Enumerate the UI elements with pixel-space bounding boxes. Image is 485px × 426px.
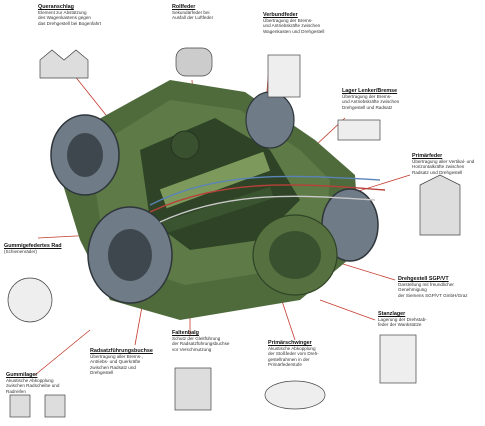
- gummirad-title: Gummigefedertes Rad: [4, 243, 62, 249]
- faltenbalg-title: Faltenbalg: [172, 330, 199, 336]
- gummilager-title: Gummilager: [6, 372, 38, 378]
- label-primaerfeder: Primärfeder Übertragung aller Vertikal- …: [412, 153, 484, 175]
- stanaleger-icon: [379, 334, 417, 384]
- pipes: [149, 175, 386, 223]
- queranschlag-title: Queranschlag: [38, 4, 74, 10]
- primaerschwinger-desc: Akustische Abkopplung der Stoßfeder vom …: [268, 346, 319, 368]
- radsatz-desc: Übertragung aller Brems-, Antriebs- und …: [90, 354, 143, 376]
- primaerschwinger-title: Primärschwinger: [268, 340, 312, 346]
- label-gummirad: Gummigefedertes Rad (Schienenräder): [4, 243, 84, 254]
- wheelsets: [50, 91, 379, 304]
- verbundfeder-desc: Übertragung der Brems- und Antriebskräft…: [263, 18, 325, 34]
- gummilager-icon-2: [44, 394, 66, 418]
- stanaleger-desc: Lagerung der Drehstab- feder der Wankstü…: [378, 317, 427, 328]
- label-primaerschwinger: Primärschwinger Akustische Abkopplung de…: [268, 340, 358, 367]
- primaerfeder-title: Primärfeder: [412, 153, 443, 159]
- label-gummilager: Gummilager Akustische Abkopplung zwische…: [6, 372, 86, 394]
- rollfeder-desc: Sekundärfeder bei Ausfall der Luftfeder: [172, 10, 214, 21]
- rollfeder-icon: [175, 47, 213, 77]
- label-faltenbalg: Faltenbalg Schutz der Gleitführung der R…: [172, 330, 252, 352]
- stanaleger-title: Stanzlager: [378, 311, 406, 317]
- gummilager-desc: Akustische Abkopplung zwischen Radscheib…: [6, 378, 60, 394]
- label-rollfeder: Rollfeder Sekundärfeder bei Ausfall der …: [172, 4, 252, 21]
- primaerschwinger-icon: [264, 380, 326, 410]
- lenker-icon: [337, 119, 381, 141]
- gummirad-desc: (Schienenräder): [4, 249, 37, 255]
- queranschlag-desc: Element zur Abstützung des Wagenkastens …: [38, 10, 102, 26]
- gummilager-icon: [9, 394, 31, 418]
- component-sketches: [7, 47, 461, 418]
- faltenbalg-desc: Schutz der Gleitführung der Radsatzführu…: [172, 336, 230, 352]
- primaerfeder-desc: Übertragung aller Vertikal- und Horizont…: [412, 159, 475, 175]
- queranschlag-icon: [39, 49, 89, 79]
- lenker-title: Lager Lenker/Bremse: [342, 88, 398, 94]
- drehgestell-desc: Darstellung mit freundlicher Genehmigung…: [398, 282, 468, 298]
- label-stanaleger: Stanzlager Lagerung der Drehstab- feder …: [378, 311, 458, 328]
- gearbox: [170, 130, 338, 296]
- label-radsatz: Radsatzführungsbuchse Übertragung aller …: [90, 348, 170, 375]
- label-queranschlag: Queranschlag Element zur Abstützung des …: [38, 4, 138, 26]
- faltenbalg-icon: [174, 367, 212, 411]
- verbundfeder-icon: [267, 54, 301, 98]
- label-drehgestell: Drehgestell SGP/VT Darstellung mit freun…: [398, 276, 484, 298]
- radsatz-title: Radsatzführungsbuchse: [90, 348, 153, 354]
- lenker-desc: Übertragung der Brems- und Antriebskräft…: [342, 94, 400, 110]
- verbundfeder-title: Verbundfeder: [263, 12, 298, 18]
- label-verbundfeder: Verbundfeder Übertragung der Brems- und …: [263, 12, 363, 34]
- drehgestell-title: Drehgestell SGP/VT: [398, 276, 449, 282]
- label-lenker: Lager Lenker/Bremse Übertragung der Brem…: [342, 88, 452, 110]
- primaerfeder-icon: [419, 174, 461, 236]
- rollfeder-title: Rollfeder: [172, 4, 196, 10]
- gummirad-icon: [7, 277, 53, 323]
